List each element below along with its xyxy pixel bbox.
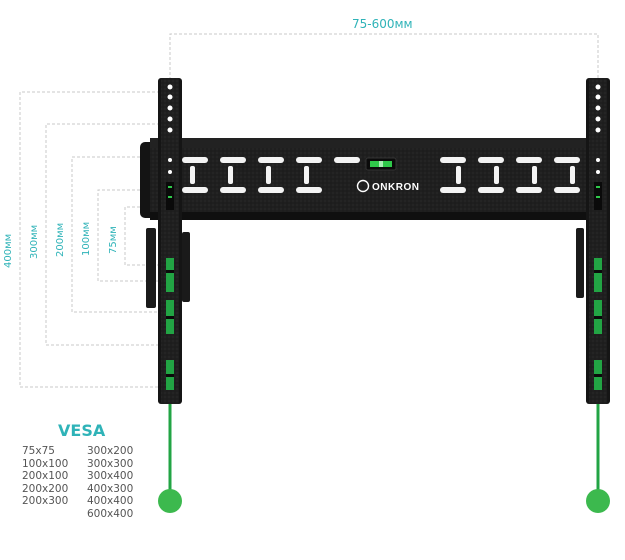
vesa-size: 200x200 bbox=[22, 482, 69, 495]
width-range-label: 75-600мм bbox=[352, 17, 413, 31]
level-plumb-lines bbox=[158, 400, 610, 513]
vesa-size: 200x300 bbox=[22, 495, 69, 507]
vesa-size: 300x400 bbox=[87, 470, 134, 482]
vesa-size: 300x200 bbox=[87, 445, 134, 457]
height-100-label: 100мм bbox=[81, 221, 92, 256]
height-400-label: 400мм bbox=[3, 233, 14, 268]
vesa-column-2: 300x200 300x300 300x400 400x300 400x400 … bbox=[87, 445, 133, 520]
vesa-column-1: 75x75 100x100 200x100 200x200 200x300 bbox=[22, 445, 68, 508]
vesa-size: 400x400 bbox=[87, 495, 134, 507]
vesa-size: 600x400 bbox=[87, 507, 134, 520]
bubble-level-icon bbox=[365, 157, 397, 171]
right-vertical-arm bbox=[576, 78, 610, 404]
wall-plate: ONKRON bbox=[140, 138, 610, 220]
svg-text:ONKRON: ONKRON bbox=[372, 182, 419, 193]
vesa-size: 75x75 bbox=[22, 445, 55, 457]
vesa-size: 100x100 bbox=[22, 457, 69, 470]
vesa-size: 400x300 bbox=[87, 482, 134, 495]
vesa-size: 300x300 bbox=[87, 457, 134, 470]
height-75-label: 75мм bbox=[108, 226, 119, 254]
vesa-title: VESA bbox=[58, 421, 106, 440]
vesa-size: 200x100 bbox=[22, 470, 69, 482]
height-300-label: 300мм bbox=[29, 224, 40, 259]
height-200-label: 200мм bbox=[55, 222, 66, 257]
onkron-logo: ONKRON bbox=[356, 179, 419, 193]
left-vertical-arm bbox=[146, 78, 190, 404]
